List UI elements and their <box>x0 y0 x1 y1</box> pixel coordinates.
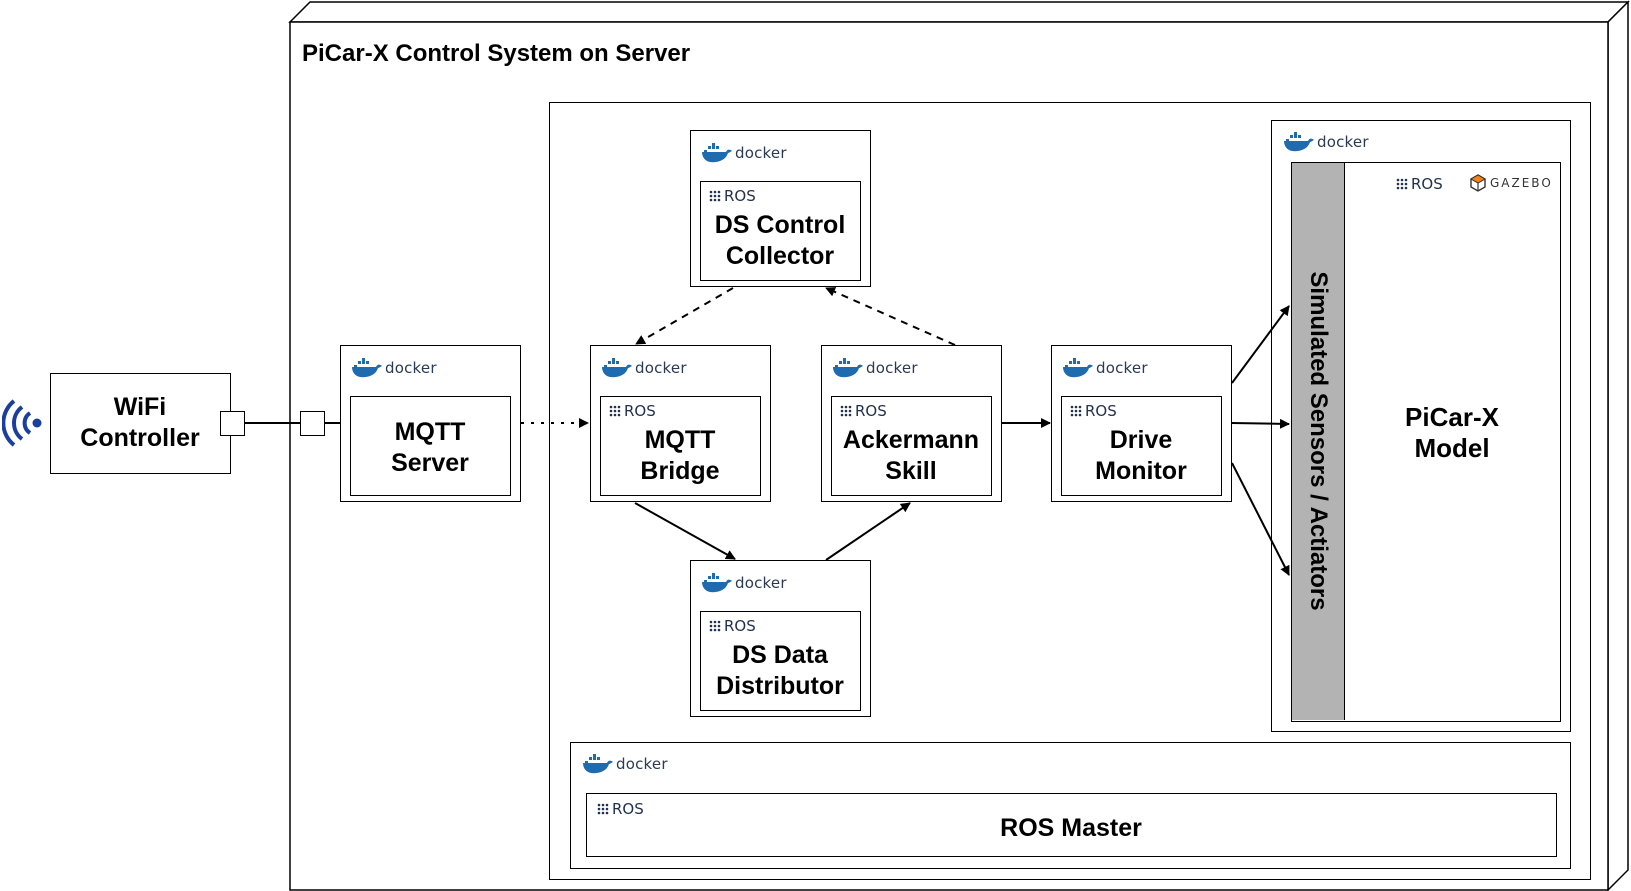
docker-text: docker <box>735 574 787 592</box>
docker-whale-icon <box>602 358 632 378</box>
ds-data-distributor-inner: ROS DS Data Distributor <box>700 611 861 711</box>
docker-text: docker <box>866 359 918 377</box>
ros-text: ROS <box>724 617 756 635</box>
gazebo-text: GAZEBO <box>1490 176 1553 190</box>
docker-whale-icon <box>352 358 382 378</box>
docker-container-ds-data-distributor: docker ROS DS Data Distributor <box>690 560 871 717</box>
wifi-controller-port <box>220 411 245 436</box>
mqtt-server-inner: MQTT Server <box>350 396 511 496</box>
docker-logo: docker <box>832 357 918 379</box>
docker-whale-icon <box>1063 358 1093 378</box>
docker-logo: docker <box>582 753 668 775</box>
simulated-sensors-label: Simulated Sensors / Actiators <box>1305 271 1332 611</box>
ds-control-collector-inner: ROS DS Control Collector <box>700 181 861 281</box>
docker-whale-icon <box>1284 132 1314 152</box>
ros-dots-icon <box>709 190 721 202</box>
docker-whale-icon <box>702 143 732 163</box>
docker-logo: docker <box>601 357 687 379</box>
docker-text: docker <box>1317 133 1369 151</box>
docker-text: docker <box>616 755 668 773</box>
wifi-controller-label: WiFi Controller <box>80 393 200 452</box>
docker-logo: docker <box>701 572 787 594</box>
docker-logo: docker <box>701 142 787 164</box>
wifi-controller: WiFi Controller <box>50 373 231 474</box>
ros-text: ROS <box>724 187 756 205</box>
ros-logo: ROS <box>597 800 644 818</box>
docker-text: docker <box>635 359 687 377</box>
docker-container-gazebo-simulation: docker Simulated Sensors / Actiators ROS… <box>1271 120 1571 732</box>
mqtt-server-port <box>300 411 325 436</box>
gazebo-icon <box>1469 174 1487 192</box>
ros-text: ROS <box>855 402 887 420</box>
ros-dots-icon <box>609 405 621 417</box>
ros-text: ROS <box>1085 402 1117 420</box>
ackermann-skill-inner: ROS Ackermann Skill <box>831 396 992 496</box>
docker-text: docker <box>735 144 787 162</box>
docker-whale-icon <box>583 754 613 774</box>
picar-x-model-label: PiCar-X Model <box>1405 402 1499 463</box>
ros-dots-icon <box>1070 405 1082 417</box>
ros-master-label: ROS Master <box>1000 813 1142 842</box>
drive-monitor-inner: ROS Drive Monitor <box>1061 396 1222 496</box>
ros-text: ROS <box>1411 175 1443 193</box>
ros-text: ROS <box>624 402 656 420</box>
ackermann-skill-label: Ackermann Skill <box>842 426 980 485</box>
docker-whale-icon <box>702 573 732 593</box>
ros-text: ROS <box>612 800 644 818</box>
ros-master-inner: ROS ROS Master <box>586 793 1557 857</box>
docker-whale-icon <box>833 358 863 378</box>
mqtt-bridge-label: MQTT Bridge <box>640 426 720 485</box>
docker-container-mqtt-server: docker MQTT Server <box>340 345 521 502</box>
ros-logo: ROS <box>609 402 656 420</box>
picar-model-panel: Simulated Sensors / Actiators ROS GAZEBO… <box>1291 162 1561 722</box>
ds-data-distributor-label: DS Data Distributor <box>716 641 844 700</box>
wifi-signal-icon <box>2 399 42 447</box>
docker-container-ds-control-collector: docker ROS DS Control Collector <box>690 130 871 287</box>
docker-text: docker <box>385 359 437 377</box>
system-title: PiCar-X Control System on Server <box>302 40 691 67</box>
ros-logo: ROS <box>709 617 756 635</box>
docker-container-drive-monitor: docker ROS Drive Monitor <box>1051 345 1232 502</box>
ros-logo: ROS <box>840 402 887 420</box>
docker-text: docker <box>1096 359 1148 377</box>
mqtt-bridge-inner: ROS MQTT Bridge <box>600 396 761 496</box>
docker-container-mqtt-bridge: docker ROS MQTT Bridge <box>590 345 771 502</box>
ros-dots-icon <box>1396 178 1408 190</box>
gazebo-logo: GAZEBO <box>1469 173 1553 193</box>
docker-container-ackermann-skill: docker ROS Ackermann Skill <box>821 345 1002 502</box>
docker-container-ros-master: docker ROS ROS Master <box>570 742 1571 869</box>
mqtt-server-label: MQTT Server <box>391 418 469 477</box>
drive-monitor-label: Drive Monitor <box>1095 426 1187 485</box>
simulated-sensors-bar: Simulated Sensors / Actiators <box>1292 163 1345 720</box>
ros-dots-icon <box>709 620 721 632</box>
ros-logo: ROS <box>1070 402 1117 420</box>
ros-logo: ROS <box>709 187 756 205</box>
ros-dots-icon <box>597 803 609 815</box>
ds-control-collector-label: DS Control Collector <box>714 211 846 270</box>
docker-logo: docker <box>351 357 437 379</box>
docker-logo: docker <box>1062 357 1148 379</box>
ros-logo: ROS <box>1396 175 1443 193</box>
docker-logo: docker <box>1283 131 1369 153</box>
ros-dots-icon <box>840 405 852 417</box>
